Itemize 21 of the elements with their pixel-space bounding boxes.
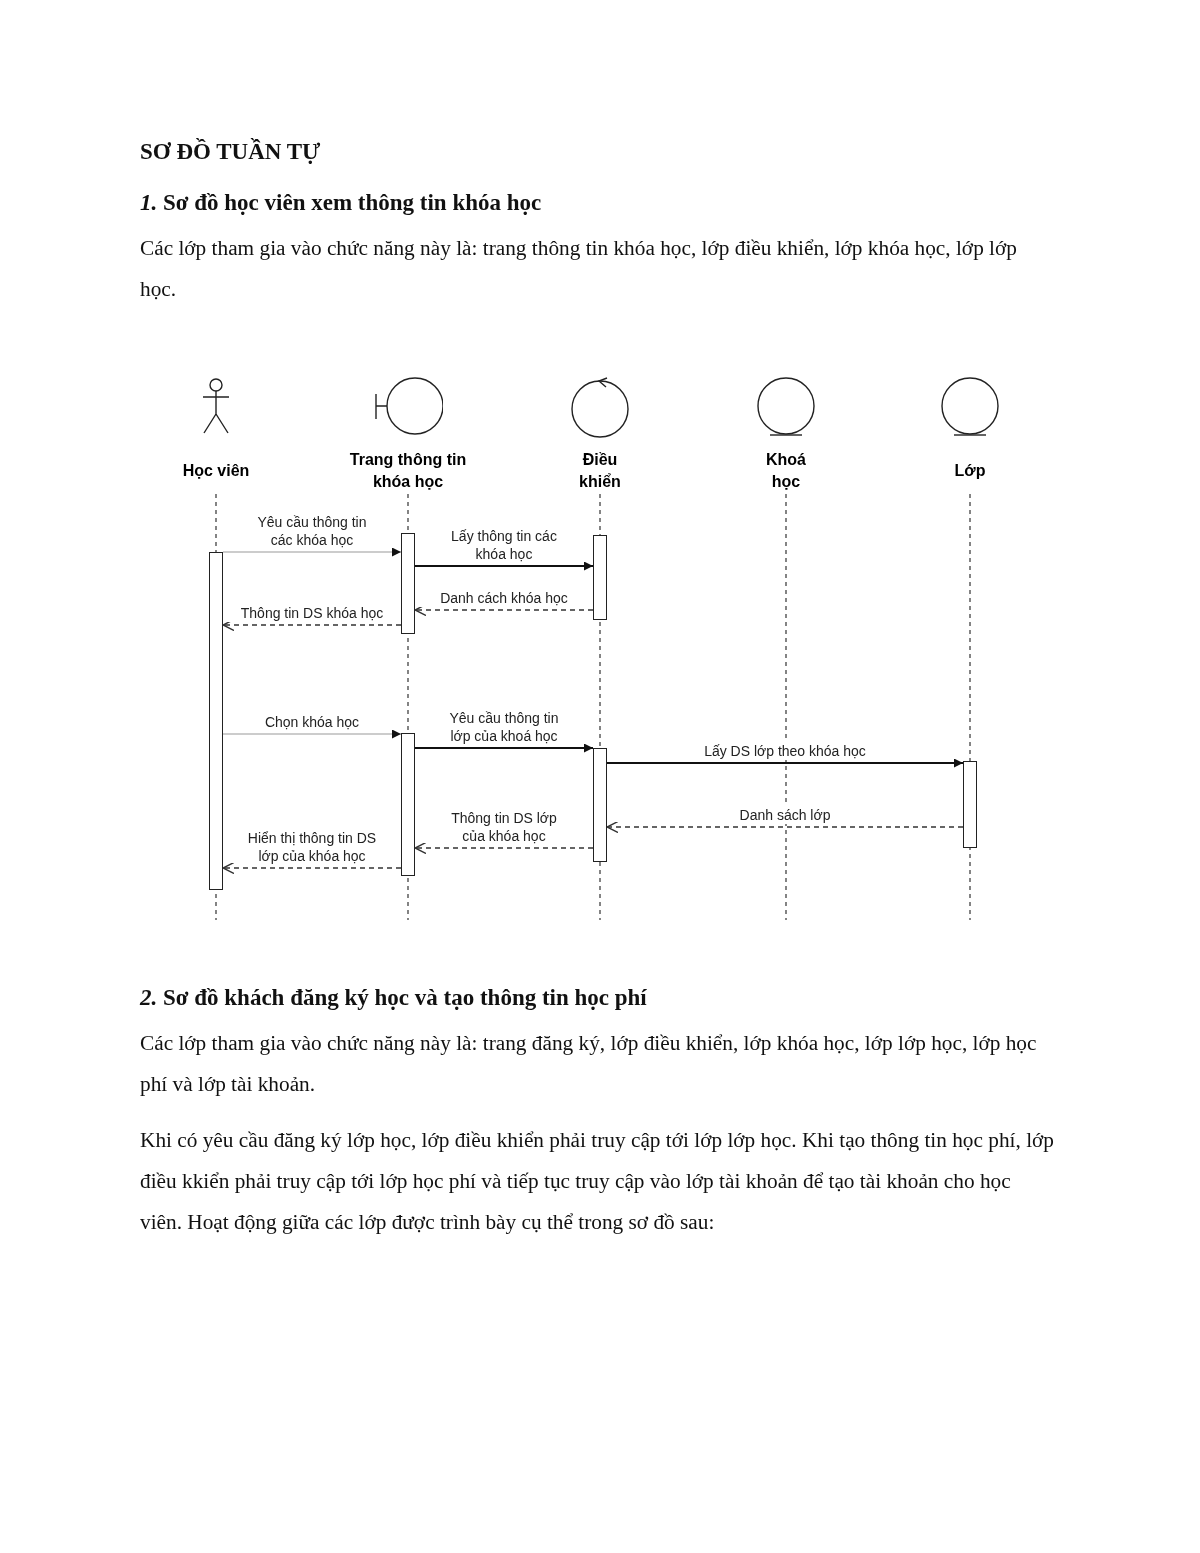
activation-bar	[401, 733, 415, 876]
message-label: Lấy thông tin các khóa học	[449, 527, 559, 563]
paragraph: Khi có yêu cầu đăng ký lớp học, lớp điều khiển phải truy cập tới lớp lớp học. Khi tạo thông tin học phí, lớp điều kkiển phải truy cập tới lớp học phí và tiếp tục truy cập vào lớp tài khoản để tạo tài khoản cho học viên. Hoạt động giữa các lớp được trình bày cụ thể trong sơ đồ sau:	[140, 1127, 1055, 1236]
message-arrow	[606, 758, 964, 768]
section-heading: 1. Sơ đồ học viên xem thông tin khóa học	[140, 189, 543, 217]
message-arrow	[414, 561, 594, 571]
return-message-arrow	[606, 820, 964, 834]
section-heading: 2. Sơ đồ khách đăng ký học và tạo thông tin học phí	[140, 984, 648, 1012]
return-message-arrow	[222, 861, 402, 875]
activation-bar	[593, 748, 607, 862]
message-arrow	[414, 743, 594, 753]
message-arrow	[222, 729, 402, 739]
message-arrow	[222, 547, 402, 557]
paragraph: Các lớp tham gia vào chức năng này là: trang đăng ký, lớp điều khiển, lớp khóa học, lớp lớp học, lớp học phí và lớp tài khoản.	[140, 1030, 1038, 1098]
activation-bar	[209, 552, 223, 890]
return-message-arrow	[414, 841, 594, 855]
page-title: SƠ ĐỒ TUẦN TỰ	[140, 137, 322, 166]
activation-bar	[963, 761, 977, 848]
activation-bar	[593, 535, 607, 620]
paragraph: Các lớp tham gia vào chức năng này là: trang thông tin khóa học, lớp điều khiển, lớp khóa học, lớp lớp học.	[140, 235, 1018, 303]
activation-bar	[401, 533, 415, 634]
